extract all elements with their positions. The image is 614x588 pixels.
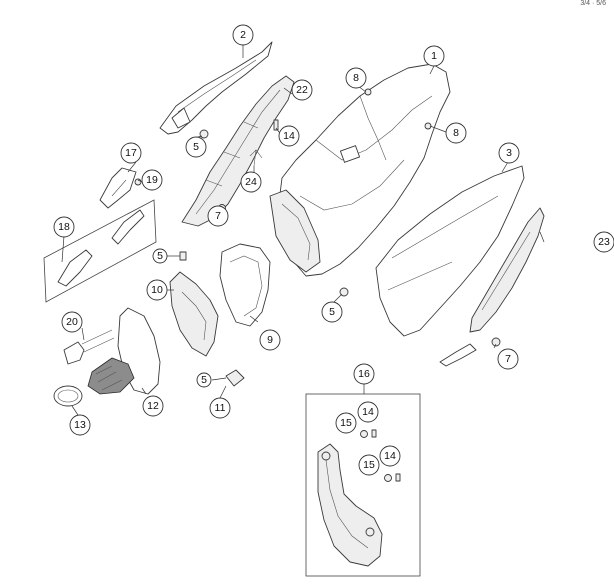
part-3-side-cover-right [375,165,525,337]
part-2-number-plate-strip [159,41,273,135]
callout-5-mid-label: 5 [157,250,163,262]
callout-5-top: 5 [185,136,207,158]
callout-19: 19 [141,169,163,191]
callout-24: 24 [240,171,262,193]
callout-15-kit-b-label: 15 [363,459,375,471]
part-20-filter-support [63,329,115,365]
callout-10: 10 [146,279,168,301]
callout-14-kit-b-label: 14 [384,450,396,462]
part-13-clamp [53,385,83,407]
callout-16: 16 [353,363,375,385]
callout-16-label: 16 [358,368,370,380]
callout-11: 11 [209,397,231,419]
callout-15-kit-a: 15 [335,412,357,434]
part-18-decal-set [43,199,157,303]
part-17-bracket [99,167,137,209]
callout-14-top-label: 14 [283,130,295,142]
callout-18-label: 18 [58,221,70,233]
drawing-code: 3/4 · 5/6 [580,0,606,7]
part-22-side-panel [181,75,295,227]
part-9-filter-cage [219,243,271,327]
callout-7-left: 7 [207,205,229,227]
callout-8-top-label: 8 [353,72,359,84]
callout-11-label: 11 [215,402,226,414]
part-23-strip-right [439,207,545,367]
callout-12-label: 12 [147,400,159,412]
callout-19-label: 19 [146,174,158,186]
callout-9: 9 [259,329,281,351]
callout-7-right: 7 [497,348,519,370]
callout-8-right-label: 8 [453,127,459,139]
callout-24-label: 24 [245,176,257,188]
callout-20: 20 [61,311,83,333]
callout-14-kit-a: 14 [357,401,379,423]
callout-23: 23 [593,231,614,253]
callout-1-label: 1 [431,50,437,62]
small-hardware [134,88,501,387]
callout-5-mid: 5 [152,248,168,264]
callout-12: 12 [142,395,164,417]
callout-5-bottom-label: 5 [201,374,207,386]
callout-22-label: 22 [296,84,308,96]
callout-14-kit-b: 14 [379,445,401,467]
callout-14-top: 14 [278,125,300,147]
part-1-airbox-fender [269,63,451,277]
callout-10-label: 10 [151,284,163,296]
callout-14-kit-a-label: 14 [362,406,374,418]
callout-5-low-label: 5 [329,306,335,318]
callout-8-top: 8 [345,67,367,89]
callout-2-label: 2 [240,29,246,41]
callout-22: 22 [291,79,313,101]
callout-7-left-label: 7 [215,210,221,222]
callout-9-label: 9 [267,334,273,346]
callout-13-label: 13 [74,419,86,431]
callout-23-label: 23 [598,236,610,248]
part-16-kit-parts [317,429,401,567]
part-12-air-filter [87,307,161,395]
callout-3-label: 3 [506,147,512,159]
callout-13: 13 [69,414,91,436]
part-16-kit-frame [305,393,421,577]
callout-15-kit-a-label: 15 [340,417,352,429]
callout-7-right-label: 7 [505,353,511,365]
callout-17: 17 [120,142,142,164]
callout-5-bottom: 5 [196,372,212,388]
callout-15-kit-b: 15 [358,454,380,476]
callout-5-low: 5 [321,301,343,323]
callout-3: 3 [498,142,520,164]
callout-20-label: 20 [66,316,78,328]
callout-8-right: 8 [445,122,467,144]
callout-1: 1 [423,45,445,67]
callout-18: 18 [53,216,75,238]
part-10-filter-frame [169,271,219,357]
callout-5-top-label: 5 [193,141,199,153]
callout-17-label: 17 [125,147,137,159]
callout-2: 2 [232,24,254,46]
